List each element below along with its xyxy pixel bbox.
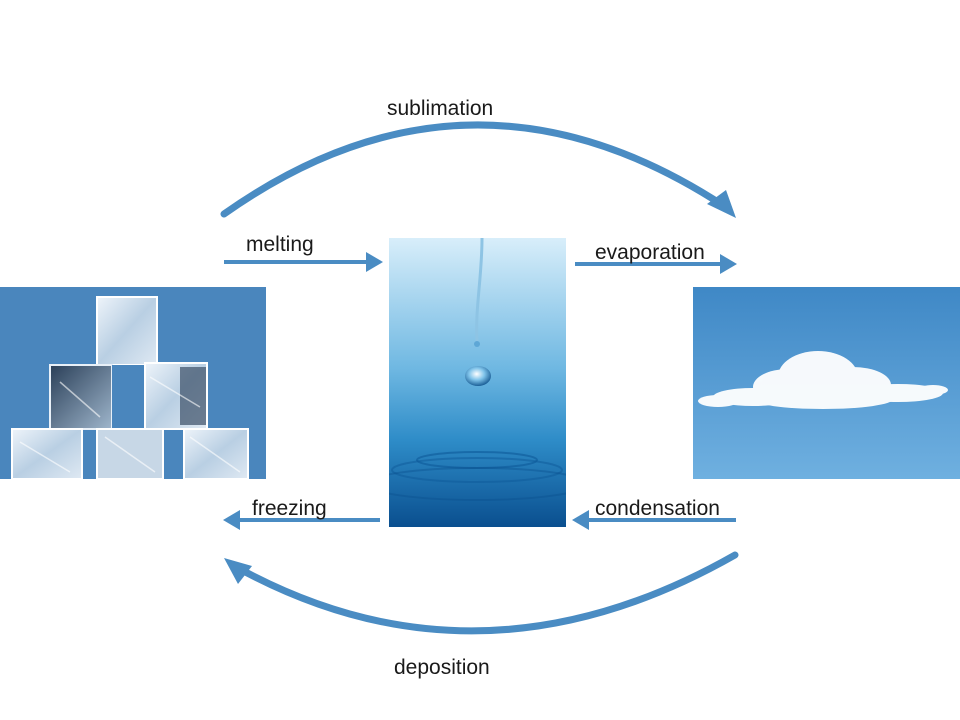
condensation-arrow: [572, 510, 736, 530]
condensation-label: condensation: [595, 497, 720, 520]
deposition-arrow: [224, 551, 739, 635]
freezing-label: freezing: [252, 497, 327, 520]
cloud-sky-image: [693, 287, 960, 479]
sublimation-label: sublimation: [387, 97, 494, 120]
sublimation-arrow: [220, 121, 736, 218]
melting-label: melting: [246, 233, 314, 256]
melting-arrow: [224, 252, 383, 272]
evaporation-label: evaporation: [595, 241, 705, 264]
deposition-label: deposition: [394, 656, 490, 679]
freezing-arrow: [223, 510, 380, 530]
ice-cubes-image: [0, 287, 266, 479]
evaporation-arrow: [575, 254, 737, 274]
water-droplet-image: [389, 238, 566, 527]
